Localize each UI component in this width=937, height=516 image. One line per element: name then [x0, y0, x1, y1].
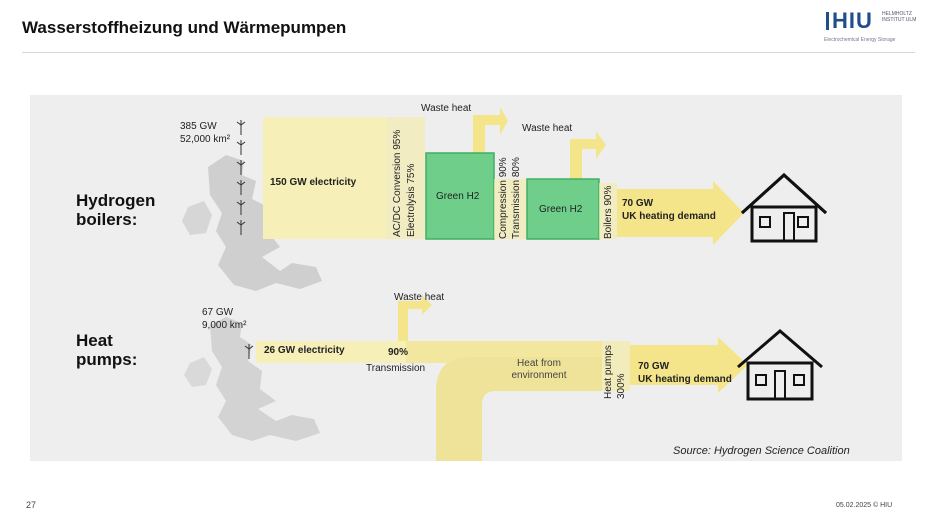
transmission-percent: 90%	[388, 347, 409, 358]
logo-sub-text: Electrochemical Energy Storage	[824, 37, 896, 43]
conversion-band	[387, 117, 425, 239]
hydrogen-area: 52,000 km²	[180, 134, 231, 145]
environment-heat-flow	[436, 357, 602, 461]
house-icon-top	[740, 172, 828, 243]
electrolysis-label: Electrolysis 75%	[406, 163, 417, 237]
demand-arrow-top	[617, 181, 744, 245]
waste-heat-stem-2	[570, 149, 582, 179]
uk-map-bottom	[210, 317, 320, 441]
house-icon-bottom	[737, 329, 823, 401]
waste-heat-label-1: Waste heat	[421, 103, 472, 114]
green-h2-box-1	[425, 152, 495, 240]
waste-heat-label-2: Waste heat	[522, 123, 573, 134]
boilers-band	[599, 183, 617, 239]
wind-turbine-icons-top	[236, 120, 246, 235]
waste-heat-arrow-2	[570, 131, 606, 159]
source-citation: Source: Hydrogen Science Coalition	[673, 445, 850, 457]
hydrogen-capacity: 385 GW	[180, 121, 217, 132]
demand-arrow-bottom	[630, 337, 748, 393]
logo-side-text: HELMHOLTZ INSTITUT ULM	[882, 11, 917, 23]
electricity-flow-bottom	[256, 341, 406, 363]
slide-title: Wasserstoffheizung und Wärmepumpen	[22, 18, 347, 37]
waste-heat-stem-3	[398, 309, 408, 341]
green-h2-box-2	[526, 178, 600, 240]
hydrogen-row-title: Hydrogen boilers:	[76, 191, 156, 229]
ireland-map-top	[182, 201, 212, 235]
wind-turbine-icon-bottom	[244, 344, 254, 359]
waste-heat-arrow-3	[398, 295, 432, 315]
electricity-flow-top	[263, 117, 387, 239]
title-divider	[22, 52, 915, 53]
diagram-graphics	[182, 107, 828, 461]
conversion-label: AC/DC Conversion 95%	[392, 129, 403, 237]
logo-mark: HIU	[832, 8, 873, 33]
waste-heat-label-3: Waste heat	[394, 292, 445, 303]
hydrogen-demand-value: 70 GW	[622, 198, 654, 209]
footer-date-copyright: 05.02.2025 © HIU	[836, 502, 893, 509]
hydrogen-demand-text: UK heating demand	[622, 211, 716, 222]
transmission-text: Transmission	[366, 363, 426, 374]
transmission-label: Transmission 80%	[511, 157, 522, 239]
heatpump-demand-value: 70 GW	[638, 361, 670, 372]
compression-band	[494, 179, 526, 239]
heatpump-row-title: Heat pumps:	[76, 331, 138, 369]
hiu-logo: HIU HELMHOLTZ INSTITUT ULM Electrochemic…	[824, 8, 920, 46]
environment-heat-label: Heat from environment	[511, 358, 567, 381]
waste-heat-stem-1	[473, 125, 485, 153]
logo-bar	[826, 12, 829, 30]
hydrogen-electricity-label: 150 GW electricity	[270, 177, 357, 188]
heatpump-demand-text: UK heating demand	[638, 374, 732, 385]
heat-pumps-percent: 300%	[616, 373, 627, 399]
page-number: 27	[26, 500, 37, 510]
green-h2-label-2: Green H2	[539, 204, 583, 215]
diagram-panel: Hydrogen boilers: 385 GW 52,000 km² 150 …	[30, 95, 902, 461]
boilers-label: Boilers 90%	[603, 185, 614, 239]
heatpump-area: 9,000 km²	[202, 320, 247, 331]
green-h2-label-1: Green H2	[436, 191, 480, 202]
compression-label: Compression 90%	[498, 157, 509, 239]
waste-heat-arrow-1	[473, 107, 508, 135]
heat-pump-band	[602, 341, 630, 391]
heatpump-electricity-label: 26 GW electricity	[264, 345, 345, 356]
ireland-map-bottom	[184, 357, 212, 387]
heatpump-capacity: 67 GW	[202, 307, 234, 318]
heat-pumps-label: Heat pumps	[603, 345, 614, 399]
